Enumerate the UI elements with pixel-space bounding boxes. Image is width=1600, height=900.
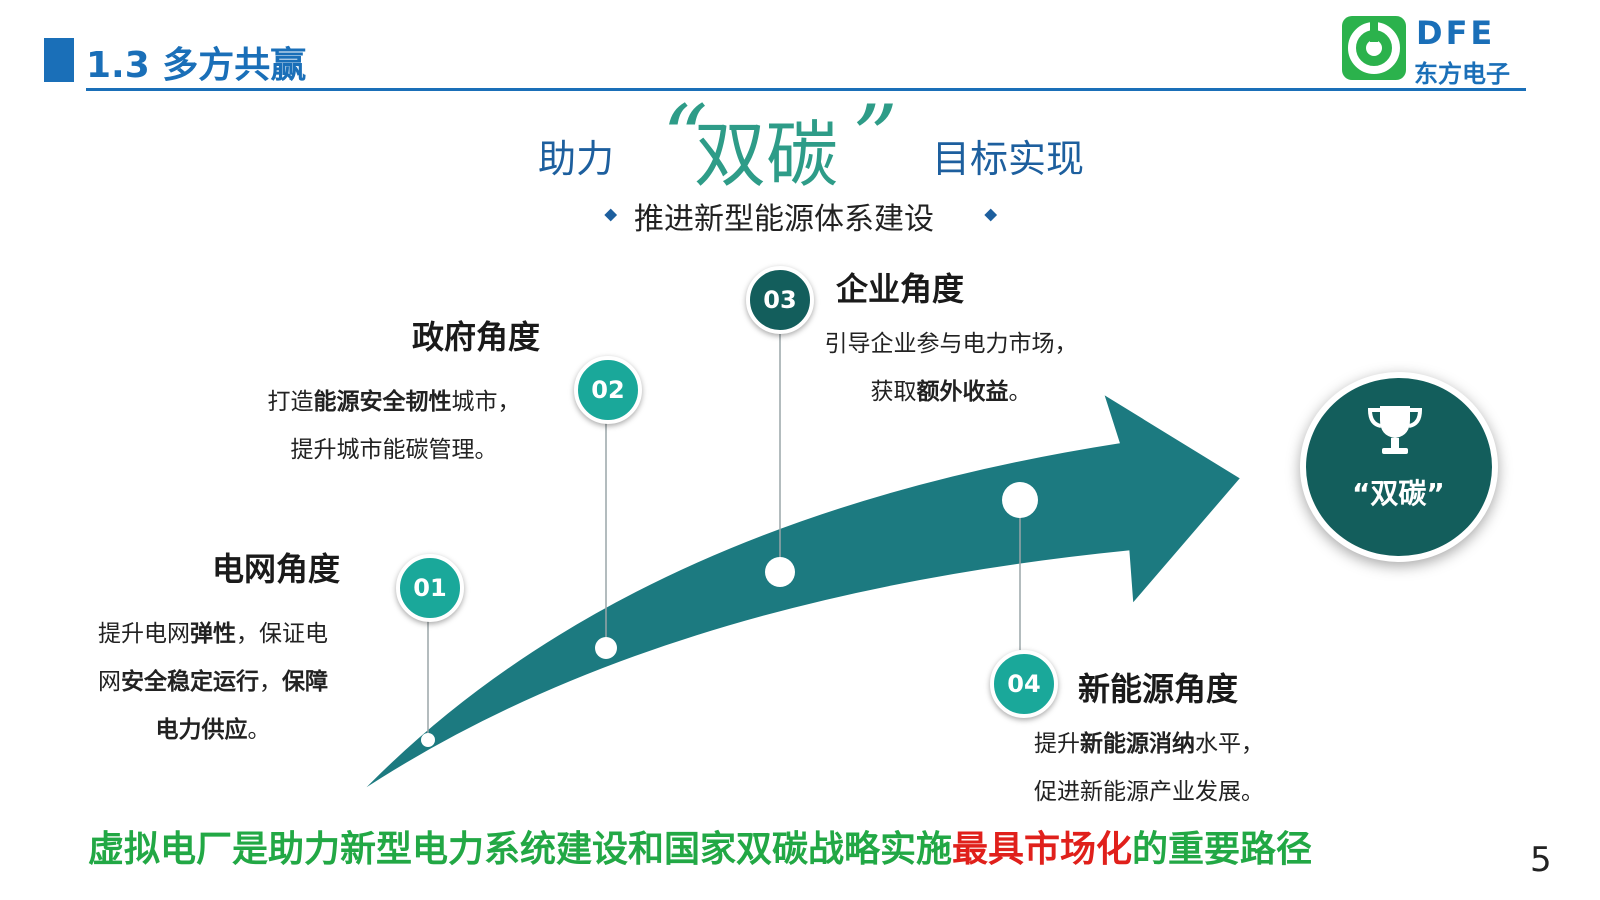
body-line: 电力供应。 (74, 706, 352, 754)
body-line: 网安全稳定运行，保障 (74, 658, 352, 706)
body-line: 获取额外收益。 (806, 368, 1096, 416)
header-accent-bar (44, 38, 74, 82)
body-text: 提升电网 (98, 621, 190, 647)
subtitle-rules (220, 208, 1380, 222)
body-text: ， (259, 669, 282, 695)
conclusion-part-2: 的重要路径 (1132, 829, 1313, 870)
logo-mark-icon (1342, 16, 1406, 80)
body-line: 促进新能源产业发展。 (1034, 768, 1334, 816)
body-line: 提升城市能碳管理。 (244, 426, 544, 474)
trophy-icon (1367, 406, 1423, 454)
body-text: 提升 (1034, 731, 1080, 757)
body-text: 打造 (267, 389, 314, 415)
body-text: 。 (247, 717, 271, 743)
body-text: 。 (1008, 379, 1032, 405)
page-number: 5 (1530, 840, 1552, 880)
headline-emphasis: 双碳 (694, 113, 839, 197)
headline-quote-close: ” (852, 86, 899, 191)
body-emphasis: 安全稳定运行 (121, 669, 259, 695)
logo-text: DFE (1416, 14, 1496, 52)
body-line: 提升电网弹性，保证电 (74, 610, 352, 658)
body-text: 水平， (1195, 731, 1264, 757)
perspective-02-title: 政府角度 (412, 318, 541, 356)
body-line: 引导企业参与电力市场， (806, 320, 1096, 368)
body-text: 城市， (451, 389, 521, 415)
conclusion-part-1: 虚拟电厂是助力新型电力系统建设和国家双碳战略实施 (88, 829, 953, 870)
body-emphasis: 保障 (282, 669, 328, 695)
logo-subtitle: 东方电子 (1414, 60, 1510, 88)
body-emphasis: 弹性 (190, 621, 236, 647)
headline-subtitle: 推进新型能源体系建设 (634, 202, 934, 237)
perspective-03-body: 引导企业参与电力市场， 获取额外收益。 (806, 320, 1096, 416)
goal-label: “双碳” (1352, 477, 1445, 510)
perspective-03-title: 企业角度 (836, 270, 965, 308)
perspective-01-title: 电网角度 (212, 550, 341, 588)
body-line: 打造能源安全韧性城市， (244, 378, 544, 426)
header-divider (86, 88, 1526, 91)
headline-quote-open: “ (662, 86, 709, 191)
perspective-04-badge: 04 (990, 650, 1058, 718)
headline-suffix: 目标实现 (932, 137, 1085, 181)
body-emphasis: 电力供应 (155, 717, 248, 743)
milestone-dot-01 (421, 733, 435, 747)
perspective-03-badge: 03 (746, 266, 814, 334)
body-text: ，保证电 (236, 621, 328, 647)
body-text: 促进新能源产业发展。 (1034, 779, 1264, 805)
company-logo (1340, 14, 1530, 86)
headline-prefix: 助力 (538, 137, 615, 181)
perspective-01-badge: 01 (396, 554, 464, 622)
milestone-dot-03 (765, 557, 795, 587)
page-title: 1.3 多方共赢 (86, 45, 307, 86)
body-emphasis: 能源安全韧性 (313, 389, 452, 415)
body-text: 提升城市能碳管理。 (290, 437, 498, 463)
perspective-02-badge: 02 (574, 356, 642, 424)
perspective-01-body: 提升电网弹性，保证电网安全稳定运行，保障电力供应。 (74, 610, 352, 754)
body-emphasis: 额外收益 (916, 379, 1009, 405)
perspective-04-body: 提升新能源消纳水平， 促进新能源产业发展。 (1034, 720, 1334, 816)
body-text: 网 (98, 669, 121, 695)
milestone-dot-04 (1002, 482, 1038, 518)
perspective-02-body: 打造能源安全韧性城市， 提升城市能碳管理。 (244, 378, 544, 474)
body-text: 引导企业参与电力市场， (824, 331, 1078, 357)
conclusion-statement: 虚拟电厂是助力新型电力系统建设和国家双碳战略实施最具市场化的重要路径 (88, 820, 1312, 872)
conclusion-highlight: 最具市场化 (952, 829, 1133, 870)
milestone-dot-02 (595, 637, 617, 659)
body-text: 获取 (870, 379, 917, 405)
body-emphasis: 新能源消纳 (1080, 731, 1195, 757)
goal-circle (1300, 372, 1498, 562)
body-line: 提升新能源消纳水平， (1034, 720, 1334, 768)
perspective-04-title: 新能源角度 (1078, 670, 1239, 708)
